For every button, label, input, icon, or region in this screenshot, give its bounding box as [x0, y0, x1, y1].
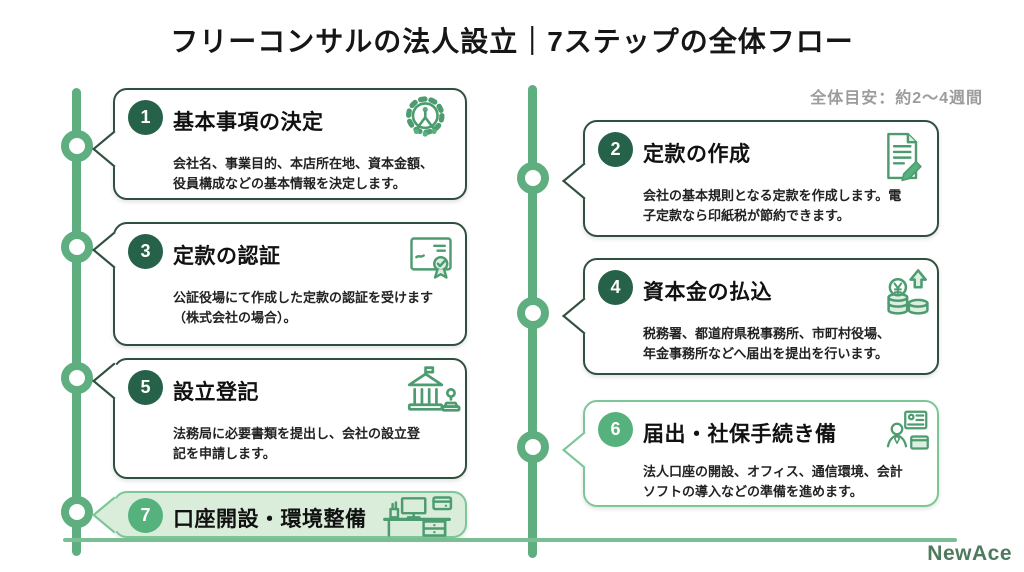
certificate-ribbon-icon [403, 232, 459, 284]
page-title: フリーコンサルの法人設立｜7ステップの全体フロー [170, 26, 854, 57]
desk-workspace-icon [377, 495, 457, 538]
footer-divider [63, 538, 957, 542]
step-card-2: 2 定款の作成 会社の基本規則となる定款を作成します。電 子定款なら印紙税が節約… [561, 120, 939, 237]
step-number-badge: 1 [128, 100, 163, 135]
step-card-7: 7 口座開設・環境整備 [91, 491, 467, 538]
step-card-5: 5 設立登記 法務局に必要書類を提出し、会社の設立登 記を申請します。 [91, 358, 467, 479]
timeline-node-7 [61, 496, 93, 528]
duration-note: 全体目安：約2〜4週間 [810, 90, 983, 107]
step-number-badge: 2 [598, 132, 633, 167]
step-description: 法人口座の開設、オフィス、通信環境、会計 ソフトの導入などの準備を進めます。 [643, 464, 903, 499]
timeline-node-3 [61, 231, 93, 263]
timeline-node-2 [517, 162, 549, 194]
card-tail [91, 130, 137, 168]
step-title: 定款の認証 [173, 245, 281, 268]
step-number-badge: 7 [128, 498, 163, 533]
step-card-1: 1 基本事項の決定 会社名、事業目的、本店所在地、資本金額、 役員構成などの基本… [91, 88, 467, 200]
brand-logo: NewAce [927, 542, 1012, 565]
step-title: 定款の作成 [643, 143, 751, 166]
step-number-badge: 6 [598, 412, 633, 447]
step-title: 基本事項の決定 [173, 111, 324, 134]
step-card-6: 6 届出・社保手続き備 法人口座の開設、オフィス、通信環境、会計 ソフトの導入な… [561, 400, 939, 507]
timeline-node-1 [61, 130, 93, 162]
step-card-4: 4 資本金の払込 税務署、都道府県税事務所、市町村役場、 年金事務所などへ届出を… [561, 258, 939, 375]
government-building-stamp-icon [399, 364, 463, 422]
step-description: 法務局に必要書類を提出し、会社の設立登 記を申請します。 [173, 426, 421, 461]
step-number-badge: 5 [128, 370, 163, 405]
step-title: 設立登記 [173, 381, 259, 404]
timeline-node-4 [517, 297, 549, 329]
step-description: 公証役場にて作成した定款の認証を受けます （株式会社の場合）。 [173, 290, 434, 325]
card-tail [561, 297, 607, 335]
timeline-node-6 [517, 431, 549, 463]
step-title: 口座開設・環境整備 [173, 508, 367, 531]
card-tail [561, 162, 607, 200]
step-description: 会社の基本規則となる定款を作成します。電 子定款なら印紙税が節約できます。 [643, 188, 902, 223]
step-number-badge: 4 [598, 270, 633, 305]
step-description: 税務署、都道府県税事務所、市町村役場、 年金事務所などへ届出を提出を行います。 [643, 326, 891, 361]
step-card-3: 3 定款の認証 公証役場にて作成した定款の認証を受けます （株式会社の場合）。 [91, 222, 467, 346]
gear-network-icon [399, 92, 455, 148]
step-number-badge: 3 [128, 234, 163, 269]
timeline-left [72, 88, 81, 556]
step-title: 資本金の払込 [643, 281, 772, 304]
coin-stack-arrow-icon [881, 266, 935, 322]
person-id-folder-icon [885, 406, 933, 458]
step-title: 届出・社保手続き備 [643, 423, 837, 446]
timeline-node-5 [61, 362, 93, 394]
step-description: 会社名、事業目的、本店所在地、資本金額、 役員構成などの基本情報を決定します。 [173, 156, 434, 191]
document-pencil-icon [877, 128, 929, 184]
